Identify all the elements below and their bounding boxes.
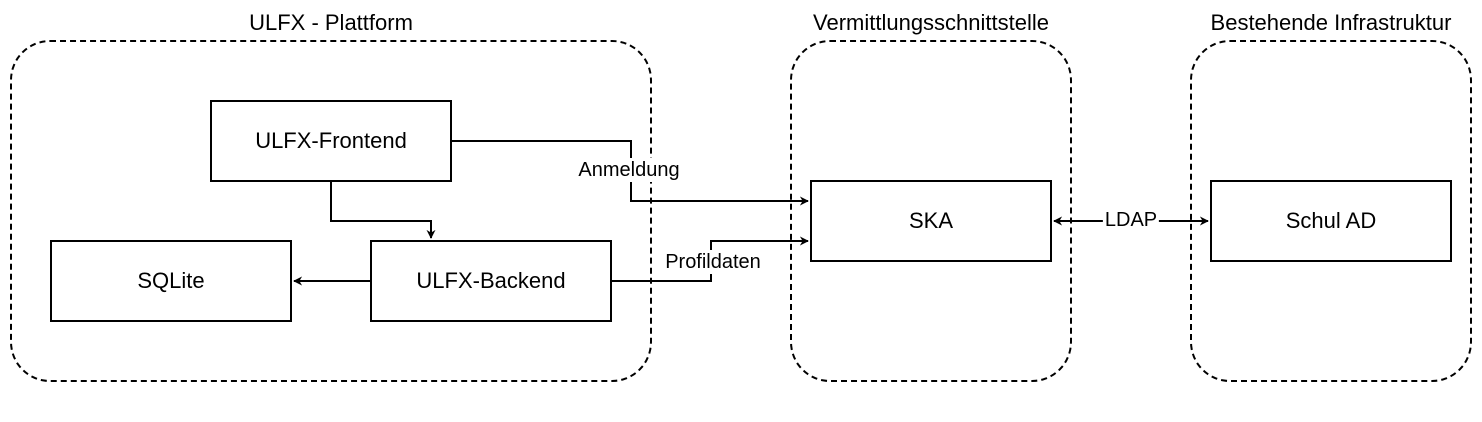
node-sqlite: SQLite [50, 240, 292, 322]
node-ska: SKA [810, 180, 1052, 262]
group-title-vermittlungsschnittstelle: Vermittlungsschnittstelle [813, 10, 1049, 35]
group-title-ulfx-plattform: ULFX - Plattform [249, 10, 413, 35]
node-ulfx-frontend: ULFX-Frontend [210, 100, 452, 182]
group-title-bestehende-infrastruktur: Bestehende Infrastruktur [1210, 10, 1452, 35]
node-schul-ad: Schul AD [1210, 180, 1452, 262]
edge-label-profildaten: Profildaten [663, 250, 763, 274]
group-vermittlungsschnittstelle [790, 40, 1072, 382]
group-ulfx-plattform [10, 40, 652, 382]
edge-label-ldap: LDAP [1102, 208, 1160, 232]
node-ulfx-backend: ULFX-Backend [370, 240, 612, 322]
group-bestehende-infrastruktur [1190, 40, 1472, 382]
edge-label-anmeldung: Anmeldung [576, 158, 682, 182]
